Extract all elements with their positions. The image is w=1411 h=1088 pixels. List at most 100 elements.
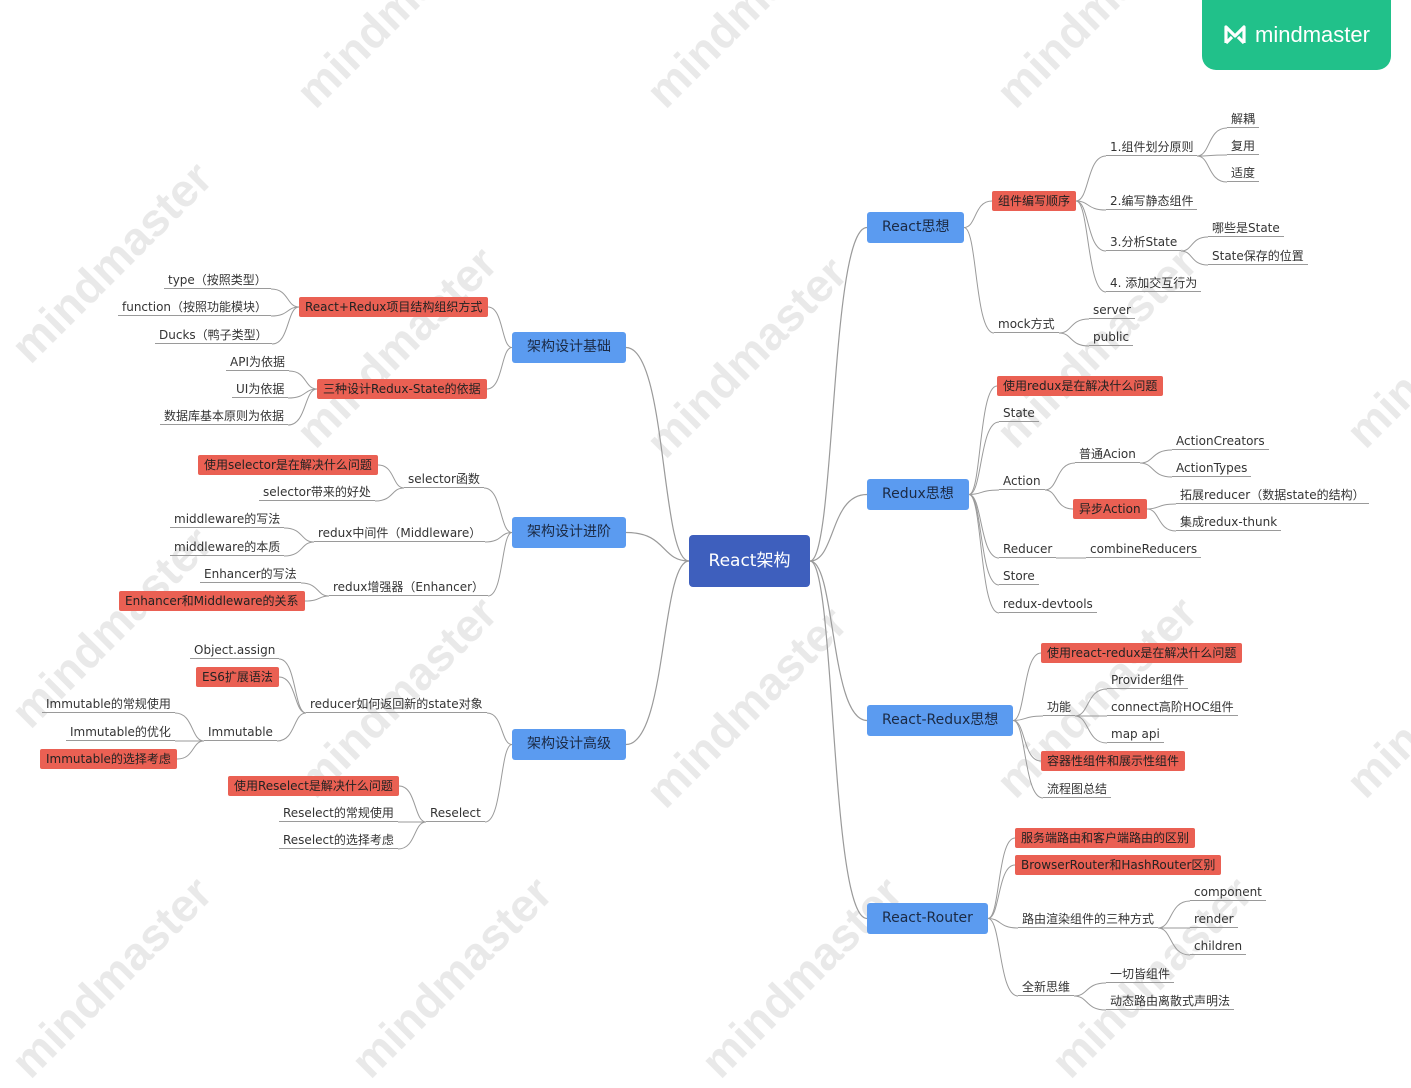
mock-public-node[interactable]: public xyxy=(1089,329,1134,346)
router-type-diff-node[interactable]: BrowserRouter和HashRouter区别 xyxy=(1015,855,1222,875)
immutable-usage-node[interactable]: Immutable的常规使用 xyxy=(42,696,175,713)
react-redux-problem-node[interactable]: 使用react-redux是在解决什么问题 xyxy=(1041,643,1243,663)
redux-devtools-node[interactable]: redux-devtools xyxy=(999,596,1097,613)
everything-component-node[interactable]: 一切皆组件 xyxy=(1106,966,1175,983)
topic-redux-thinking[interactable]: Redux思想 xyxy=(867,479,969,510)
moderate-node[interactable]: 适度 xyxy=(1227,165,1260,182)
reducer-node[interactable]: Reducer xyxy=(999,541,1057,558)
selector-problem-node[interactable]: 使用selector是在解决什么问题 xyxy=(198,455,378,475)
connector-line xyxy=(398,785,427,823)
static-component-node[interactable]: 2.编写静态组件 xyxy=(1106,193,1198,210)
connector-line xyxy=(968,494,1000,614)
middleware-node[interactable]: redux中间件（Middleware） xyxy=(314,525,486,542)
connector-line xyxy=(487,532,513,597)
mock-server-node[interactable]: server xyxy=(1089,302,1135,319)
connector-line xyxy=(1012,720,1042,762)
flow-summary-node[interactable]: 流程图总结 xyxy=(1043,781,1112,798)
interaction-node[interactable]: 4. 添加交互行为 xyxy=(1106,275,1202,292)
route-component-node[interactable]: component xyxy=(1190,884,1266,901)
route-render-prop-node[interactable]: render xyxy=(1190,911,1238,928)
es6-spread-node[interactable]: ES6扩展语法 xyxy=(196,667,279,687)
state-location-node[interactable]: State保存的位置 xyxy=(1208,248,1308,265)
topic-architecture-basics[interactable]: 架构设计基础 xyxy=(512,332,626,363)
database-basis-node[interactable]: 数据库基本原则为依据 xyxy=(160,408,289,425)
provider-node[interactable]: Provider组件 xyxy=(1107,672,1189,689)
combine-reducers-node[interactable]: combineReducers xyxy=(1086,541,1202,558)
routing-diff-node[interactable]: 服务端路由和客户端路由的区别 xyxy=(1015,828,1196,848)
selector-function-node[interactable]: selector函数 xyxy=(404,471,484,488)
normal-action-node[interactable]: 普通Acion xyxy=(1075,446,1140,463)
immutable-choice-node[interactable]: Immutable的选择考虑 xyxy=(40,749,177,769)
store-node[interactable]: Store xyxy=(999,568,1039,585)
immutable-node[interactable]: Immutable xyxy=(204,724,277,741)
connector-line xyxy=(987,918,1019,929)
connector-line xyxy=(1075,200,1107,211)
connector-line xyxy=(276,712,307,742)
connect-hoc-node[interactable]: connect高阶HOC组件 xyxy=(1107,699,1238,716)
decouple-node[interactable]: 解耦 xyxy=(1227,111,1260,128)
connector-line xyxy=(968,421,1000,495)
connector-line xyxy=(1075,200,1107,252)
root-topic[interactable]: React架构 xyxy=(689,535,810,587)
topic-react-thinking[interactable]: React思想 xyxy=(867,212,965,243)
connector-line xyxy=(283,527,315,543)
connector-line xyxy=(625,531,690,562)
component-order-node[interactable]: 组件编写顺序 xyxy=(992,191,1077,211)
middleware-write-node[interactable]: middleware的写法 xyxy=(170,511,285,528)
dynamic-routing-node[interactable]: 动态路由离散式声明法 xyxy=(1106,993,1235,1010)
redux-thunk-node[interactable]: 集成redux-thunk xyxy=(1176,514,1282,531)
connector-line xyxy=(1139,449,1173,464)
connector-line xyxy=(968,385,998,495)
connector-line xyxy=(1012,720,1044,799)
split-principle-node[interactable]: 1.组件划分原则 xyxy=(1106,139,1198,156)
async-action-node[interactable]: 异步Action xyxy=(1073,499,1147,519)
connector-line xyxy=(1180,236,1209,252)
action-creators-node[interactable]: ActionCreators xyxy=(1172,433,1269,450)
mindmaster-logo-icon xyxy=(1224,25,1246,45)
route-children-node[interactable]: children xyxy=(1190,938,1247,955)
ui-basis-node[interactable]: UI为依据 xyxy=(232,381,289,398)
map-api-node[interactable]: map api xyxy=(1107,726,1164,743)
topic-react-redux-thinking[interactable]: React-Redux思想 xyxy=(867,705,1014,736)
connector-line xyxy=(270,288,300,308)
selector-benefit-node[interactable]: selector带来的好处 xyxy=(259,484,375,501)
reselect-node[interactable]: Reselect xyxy=(426,805,485,822)
topic-react-router[interactable]: React-Router xyxy=(867,903,988,934)
connector-line xyxy=(987,837,1016,919)
which-state-node[interactable]: 哪些是State xyxy=(1208,220,1284,237)
connector-line xyxy=(1074,715,1108,744)
api-basis-node[interactable]: API为依据 xyxy=(226,354,289,371)
route-render-node[interactable]: 路由渲染组件的三种方式 xyxy=(1018,911,1159,928)
connector-line xyxy=(1139,462,1173,478)
reselect-choice-node[interactable]: Reselect的选择考虑 xyxy=(279,832,398,849)
reselect-problem-node[interactable]: 使用Reselect是解决什么问题 xyxy=(228,776,399,796)
container-component-node[interactable]: 容器性组件和展示性组件 xyxy=(1041,751,1186,771)
reducer-return-node[interactable]: reducer如何返回新的state对象 xyxy=(306,696,487,713)
project-structure-node[interactable]: React+Redux项目结构组织方式 xyxy=(299,297,489,317)
enhancer-write-node[interactable]: Enhancer的写法 xyxy=(200,566,301,583)
state-design-basis-node[interactable]: 三种设计Redux-State的依据 xyxy=(317,379,487,399)
mock-node[interactable]: mock方式 xyxy=(994,316,1059,333)
reselect-usage-node[interactable]: Reselect的常规使用 xyxy=(279,805,398,822)
connector-line xyxy=(1073,995,1107,1011)
redux-action-node[interactable]: Action xyxy=(999,473,1045,490)
new-thinking-node[interactable]: 全新思维 xyxy=(1018,979,1075,996)
mindmaster-logo[interactable]: mindmaster xyxy=(1202,0,1391,70)
extend-reducer-node[interactable]: 拓展reducer（数据state的结构） xyxy=(1176,487,1369,504)
ducks-node[interactable]: Ducks（鸭子类型） xyxy=(155,327,272,344)
feature-node[interactable]: 功能 xyxy=(1043,699,1076,716)
redux-state-node[interactable]: State xyxy=(999,405,1039,422)
topic-architecture-senior[interactable]: 架构设计高级 xyxy=(512,729,626,760)
reuse-node[interactable]: 复用 xyxy=(1227,138,1260,155)
enhancer-node[interactable]: redux增强器（Enhancer） xyxy=(329,579,489,596)
action-types-node[interactable]: ActionTypes xyxy=(1172,460,1252,477)
object-assign-node[interactable]: Object.assign xyxy=(190,642,280,659)
analyze-state-node[interactable]: 3.分析State xyxy=(1106,234,1182,251)
topic-architecture-advanced[interactable]: 架构设计进阶 xyxy=(512,517,626,548)
by-function-node[interactable]: function（按照功能模块） xyxy=(118,299,272,316)
redux-problem-node[interactable]: 使用redux是在解决什么问题 xyxy=(997,376,1164,396)
by-type-node[interactable]: type（按照类型） xyxy=(164,272,271,289)
middleware-essence-node[interactable]: middleware的本质 xyxy=(170,539,285,556)
enhancer-middleware-node[interactable]: Enhancer和Middleware的关系 xyxy=(119,591,305,611)
immutable-optimize-node[interactable]: Immutable的优化 xyxy=(66,724,175,741)
